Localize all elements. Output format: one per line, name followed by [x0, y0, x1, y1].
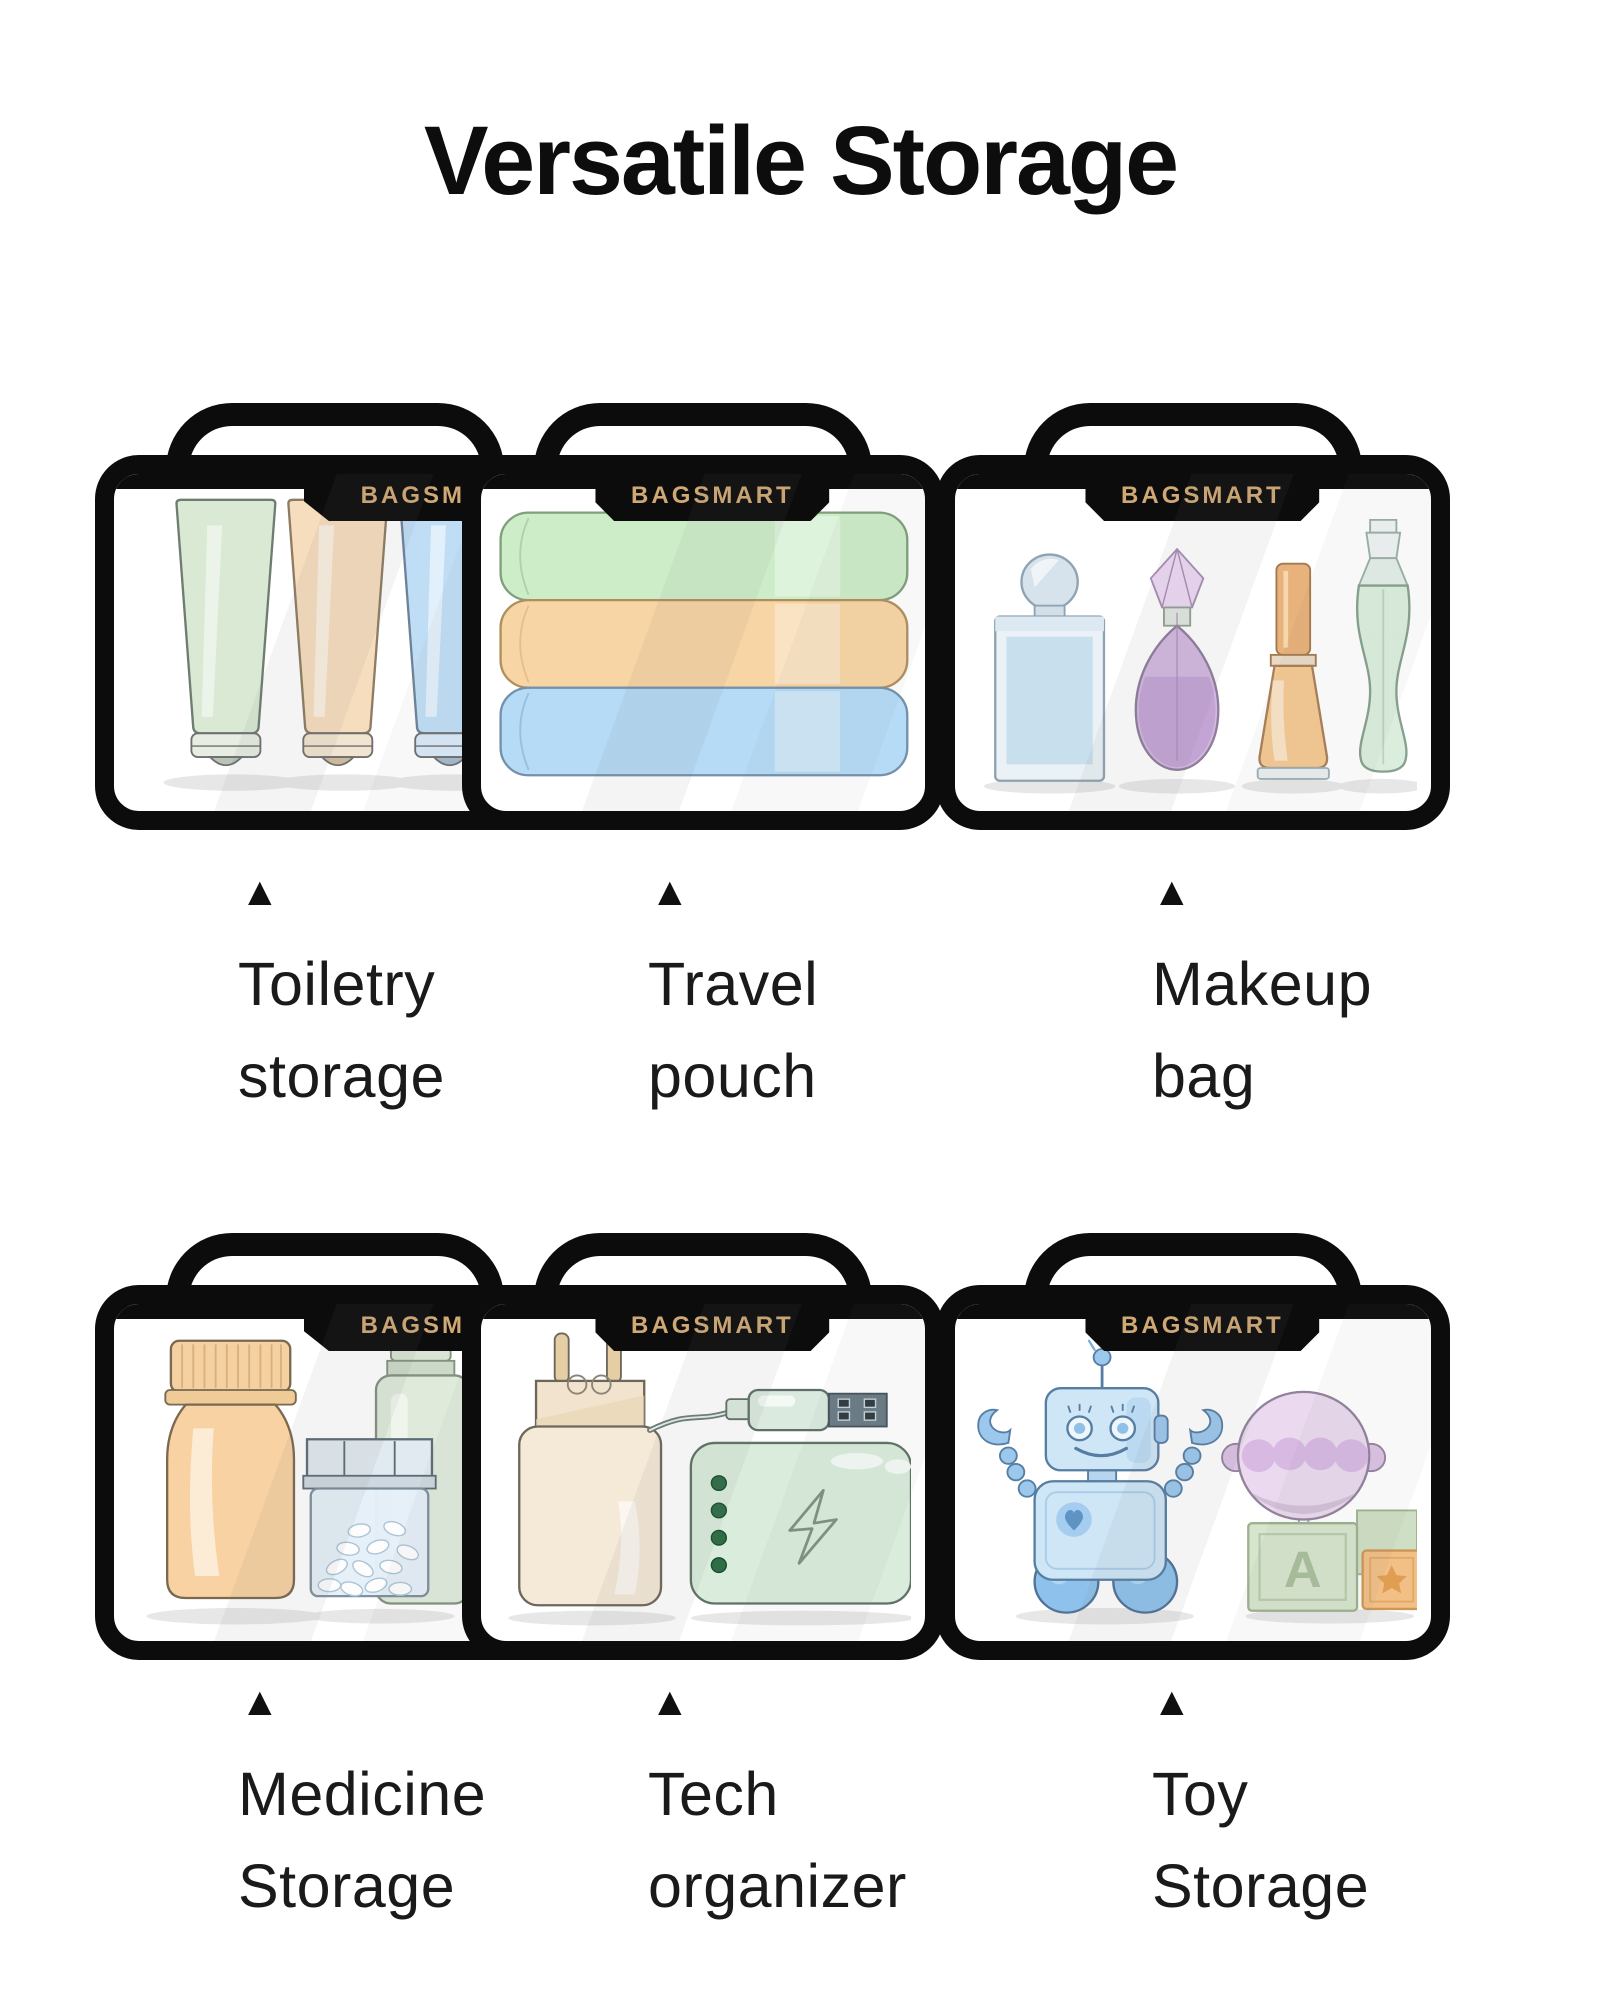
- brand-tab: BAGSMART: [1085, 474, 1320, 521]
- medicine-bottles-art: [146, 1336, 471, 1625]
- perfume-blue-bottle: [994, 553, 1106, 782]
- pointer-triangle-icon: ▲: [650, 870, 690, 914]
- brand-label: BAGSMART: [631, 1311, 794, 1339]
- robot-eyes: [1066, 1403, 1137, 1442]
- clear-pill-jar: [302, 1438, 437, 1598]
- toy-storage-illustration: A: [969, 1328, 1417, 1629]
- caption-tech-organizer: Tech organizer: [648, 1748, 907, 1932]
- towel-blue: [499, 686, 909, 777]
- pills: [317, 1520, 419, 1597]
- towel-orange: [499, 599, 909, 689]
- toys-art: A: [977, 1334, 1417, 1625]
- brand-label: BAGSMART: [1121, 481, 1284, 509]
- pointer-triangle-icon: ▲: [240, 1680, 280, 1724]
- caption-makeup-bag: Makeup bag: [1152, 938, 1372, 1122]
- travel-pouch-illustration: [495, 498, 911, 799]
- tech-organizer-illustration: [495, 1328, 911, 1629]
- perfume-purple-bottle: [1134, 547, 1220, 771]
- page-title: Versatile Storage: [423, 105, 1179, 215]
- power-bank: [689, 1441, 911, 1605]
- caption-toy-storage: Toy Storage: [1152, 1748, 1369, 1932]
- caption-line: Storage: [1152, 1852, 1370, 1920]
- bag-window: BAGSMART: [462, 455, 944, 830]
- brand-tab: BAGSMART: [595, 474, 830, 521]
- pointer-triangle-icon: ▲: [650, 1680, 690, 1724]
- toy-blocks: A: [1247, 1509, 1417, 1612]
- bag-card-travel: BAGSMART: [462, 403, 944, 830]
- toy-robot: [977, 1334, 1223, 1614]
- bag-card-toy: A BAGSMART: [936, 1233, 1450, 1660]
- pointer-triangle-icon: ▲: [1152, 870, 1192, 914]
- bag-window: BAGSMART: [936, 455, 1450, 830]
- caption-line: storage: [238, 1042, 445, 1110]
- caption-line: Tech: [648, 1760, 779, 1828]
- caption-line: pouch: [648, 1042, 817, 1110]
- caption-line: organizer: [648, 1852, 907, 1920]
- brand-tab: BAGSMART: [1085, 1304, 1320, 1351]
- caption-line: Storage: [238, 1852, 456, 1920]
- caption-line: Makeup: [1152, 950, 1373, 1018]
- perfume-green-bottle: [1355, 518, 1411, 773]
- usb-cable: [647, 1388, 888, 1433]
- tube-peach: [287, 498, 389, 767]
- brand-label: BAGSMART: [1121, 1311, 1284, 1339]
- robot-arm-left: [977, 1408, 1037, 1498]
- bag-card-makeup: BAGSMART: [936, 403, 1450, 830]
- medicine-storage-illustration: [128, 1328, 542, 1629]
- makeup-bag-illustration: [969, 498, 1417, 799]
- perfume-bottles-art: [983, 518, 1417, 794]
- robot-arm-right: [1163, 1408, 1223, 1498]
- caption-travel-pouch: Travel pouch: [648, 938, 818, 1122]
- charger-powerbank-art: [508, 1332, 911, 1626]
- caption-line: bag: [1152, 1042, 1256, 1110]
- tube-green: [175, 498, 277, 767]
- caption-line: Medicine: [238, 1760, 487, 1828]
- star-icon: [1376, 1565, 1407, 1594]
- bag-card-tech: BAGSMART: [462, 1233, 944, 1660]
- block-letter: A: [1284, 1541, 1322, 1598]
- brand-label: BAGSMART: [631, 481, 794, 509]
- caption-line: Toiletry: [238, 950, 436, 1018]
- orange-pill-bottle: [164, 1339, 297, 1600]
- perfume-gold-bottle: [1256, 562, 1330, 780]
- caption-line: Travel: [648, 950, 819, 1018]
- bag-window: A BAGSMART: [936, 1285, 1450, 1660]
- towel-stack-art: [499, 511, 909, 777]
- towel-green: [499, 511, 909, 602]
- lightning-icon: [788, 1488, 838, 1565]
- bag-window: BAGSMART: [462, 1285, 944, 1660]
- wall-charger: [518, 1332, 663, 1607]
- caption-line: Toy: [1152, 1760, 1249, 1828]
- pointer-triangle-icon: ▲: [1152, 1680, 1192, 1724]
- caption-toiletry-storage: Toiletry storage: [238, 938, 445, 1122]
- pointer-triangle-icon: ▲: [240, 870, 280, 914]
- caption-medicine-storage: Medicine Storage: [238, 1748, 486, 1932]
- brand-tab: BAGSMART: [595, 1304, 830, 1351]
